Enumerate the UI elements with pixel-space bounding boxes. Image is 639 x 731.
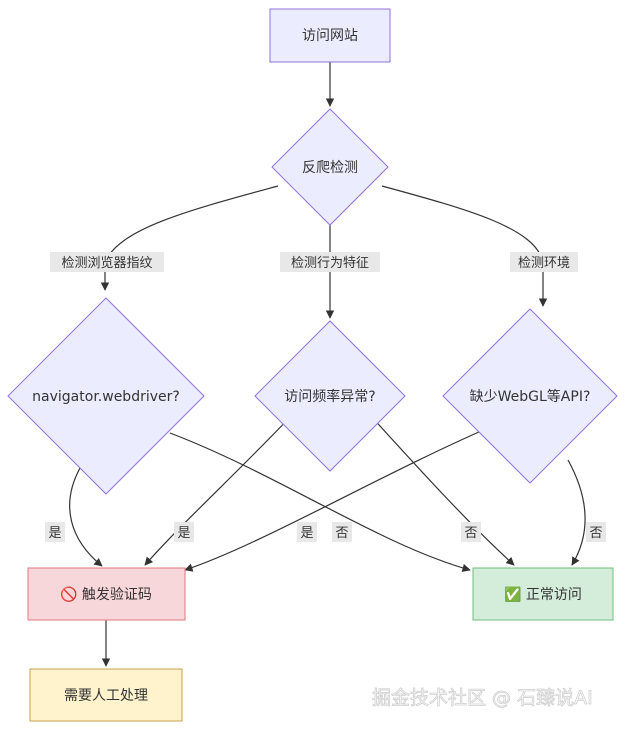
svg-text:🚫 触发验证码: 🚫 触发验证码 bbox=[60, 586, 152, 603]
edge-label-no-navigator: 否 bbox=[332, 522, 352, 542]
node-navigator-webdriver: navigator.webdriver? bbox=[7, 297, 205, 495]
node-missing-webgl: 缺少WebGL等API? bbox=[442, 308, 618, 484]
edge-label-yes-frequency: 是 bbox=[174, 522, 194, 542]
svg-text:是: 是 bbox=[177, 526, 190, 541]
edge-detect-to-webgl bbox=[381, 185, 548, 307]
svg-text:检测浏览器指纹: 检测浏览器指纹 bbox=[61, 255, 152, 271]
svg-text:✅ 正常访问: ✅ 正常访问 bbox=[504, 586, 582, 603]
svg-text:navigator.webdriver?: navigator.webdriver? bbox=[32, 389, 180, 405]
node-manual-handling: 需要人工处理 bbox=[29, 668, 183, 722]
edge-label-no-frequency: 否 bbox=[461, 522, 481, 542]
svg-text:否: 否 bbox=[589, 526, 602, 541]
edge-label-behavior: 检测行为特征 bbox=[280, 252, 380, 272]
svg-text:是: 是 bbox=[300, 526, 313, 541]
node-trigger-captcha: 🚫 触发验证码 bbox=[27, 567, 186, 621]
edge-label-yes-webgl: 是 bbox=[297, 522, 317, 542]
edge-detect-to-navigator bbox=[100, 185, 279, 291]
edge-webgl-no-normal bbox=[567, 459, 586, 566]
edge-navigator-yes-captcha bbox=[69, 467, 103, 567]
node-access-frequency: 访问频率异常? bbox=[254, 320, 406, 472]
svg-text:访问网站: 访问网站 bbox=[302, 28, 358, 44]
edge-label-no-webgl: 否 bbox=[586, 522, 606, 542]
edge-label-yes-navigator: 是 bbox=[45, 522, 65, 542]
node-visit-site: 访问网站 bbox=[269, 8, 391, 63]
svg-text:否: 否 bbox=[464, 526, 477, 541]
node-normal-access: ✅ 正常访问 bbox=[472, 567, 614, 621]
svg-text:反爬检测: 反爬检测 bbox=[302, 160, 358, 176]
svg-text:访问频率异常?: 访问频率异常? bbox=[284, 388, 375, 405]
edge-label-fingerprint: 检测浏览器指纹 bbox=[50, 252, 164, 272]
svg-text:是: 是 bbox=[48, 526, 61, 541]
watermark: 掘金技术社区 @ 石臻说AI bbox=[372, 687, 593, 709]
node-anti-crawl-check: 反爬检测 bbox=[271, 108, 389, 226]
svg-text:否: 否 bbox=[335, 526, 348, 541]
edge-frequency-yes-captcha bbox=[144, 414, 293, 566]
edge-frequency-no-normal bbox=[369, 414, 515, 566]
svg-text:缺少WebGL等API?: 缺少WebGL等API? bbox=[470, 388, 591, 405]
svg-text:检测行为特征: 检测行为特征 bbox=[291, 256, 369, 271]
svg-text:检测环境: 检测环境 bbox=[518, 256, 570, 271]
edge-navigator-no-normal bbox=[169, 432, 471, 573]
edge-label-environment: 检测环境 bbox=[510, 252, 578, 272]
svg-text:需要人工处理: 需要人工处理 bbox=[64, 688, 148, 704]
edge-webgl-yes-captcha bbox=[184, 427, 489, 572]
